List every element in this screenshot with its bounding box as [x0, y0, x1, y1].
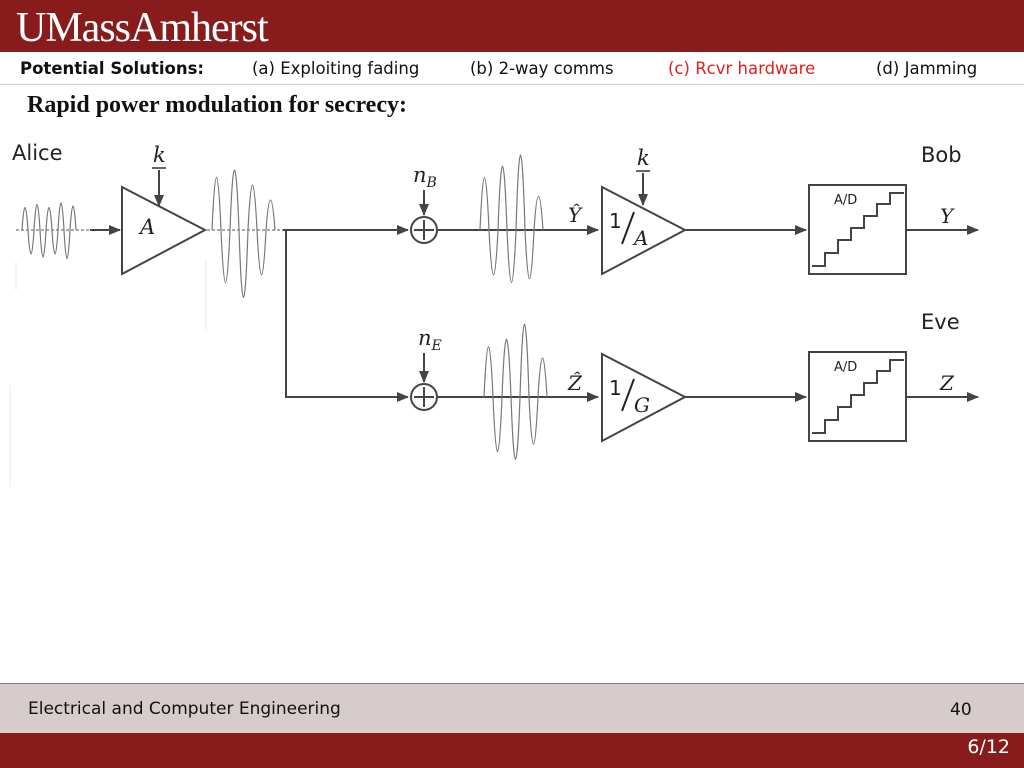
nav-item-exploiting-fading[interactable]: (a) Exploiting fading [252, 59, 420, 78]
nav-item-2-way-comms[interactable]: (b) 2-way comms [470, 59, 614, 78]
umass-logo: UMassAmherst [16, 5, 269, 51]
bob-noise-adder [410, 216, 438, 244]
bob-output-label: Y [940, 204, 955, 228]
footer-band: Electrical and Computer Engineering 40 [0, 683, 1024, 734]
alice-input-waveform [15, 202, 90, 290]
eve-received-waveform [438, 323, 599, 460]
eve-adc-label: A/D [834, 360, 857, 375]
bob-adc-block [808, 184, 907, 275]
bob-noise-label: nB [413, 163, 437, 191]
eve-adc-staircase [812, 359, 904, 434]
eve-amp-denominator: G [634, 393, 650, 417]
nav-item-rcvr-hardware[interactable]: (c) Rcvr hardware [668, 59, 816, 78]
eve-label: Eve [921, 310, 960, 334]
slide-title: Rapid power modulation for secrecy: [27, 92, 407, 118]
eve-rx-amplifier [601, 352, 688, 443]
eve-output-label: Z [939, 371, 955, 395]
page-number: 40 [950, 700, 972, 720]
rx-gain-k-label: k [637, 146, 650, 170]
bottom-banner: 6/12 [0, 733, 1024, 768]
nav-lead-label: Potential Solutions: [20, 59, 204, 78]
slide-counter: 6/12 [967, 736, 1010, 758]
bob-amp-numerator: 1 [609, 209, 622, 233]
wire-to-eve-adder [285, 230, 409, 402]
nav-item-jamming[interactable]: (d) Jamming [876, 59, 978, 78]
section-nav-bar: Potential Solutions: (a) Exploiting fadi… [0, 52, 1024, 85]
secrecy-block-diagram: Alice A k nB nE Ŷ Ẑ 1 A k 1 G [9, 141, 979, 487]
tx-gain-k-label: k [153, 143, 166, 167]
bob-rx-amplifier [601, 185, 688, 276]
eve-noise-label: nE [418, 326, 442, 354]
alice-label: Alice [12, 141, 63, 165]
tx-amplifier [121, 185, 208, 276]
eve-adc-block [808, 351, 907, 442]
eve-noise-adder [410, 383, 438, 411]
department-name: Electrical and Computer Engineering [28, 699, 341, 719]
bob-adc-staircase [812, 192, 904, 267]
bob-label: Bob [921, 143, 962, 167]
eve-amp-numerator: 1 [609, 376, 622, 400]
bob-estimate-label: Ŷ [568, 203, 583, 227]
tx-output-waveform [205, 169, 283, 330]
bob-amp-denominator: A [632, 226, 648, 250]
bob-received-waveform [438, 154, 599, 284]
top-banner: UMassAmherst [0, 0, 1024, 52]
bob-adc-label: A/D [834, 193, 857, 208]
eve-estimate-label: Ẑ [567, 371, 583, 395]
tx-amplifier-label: A [138, 215, 155, 239]
